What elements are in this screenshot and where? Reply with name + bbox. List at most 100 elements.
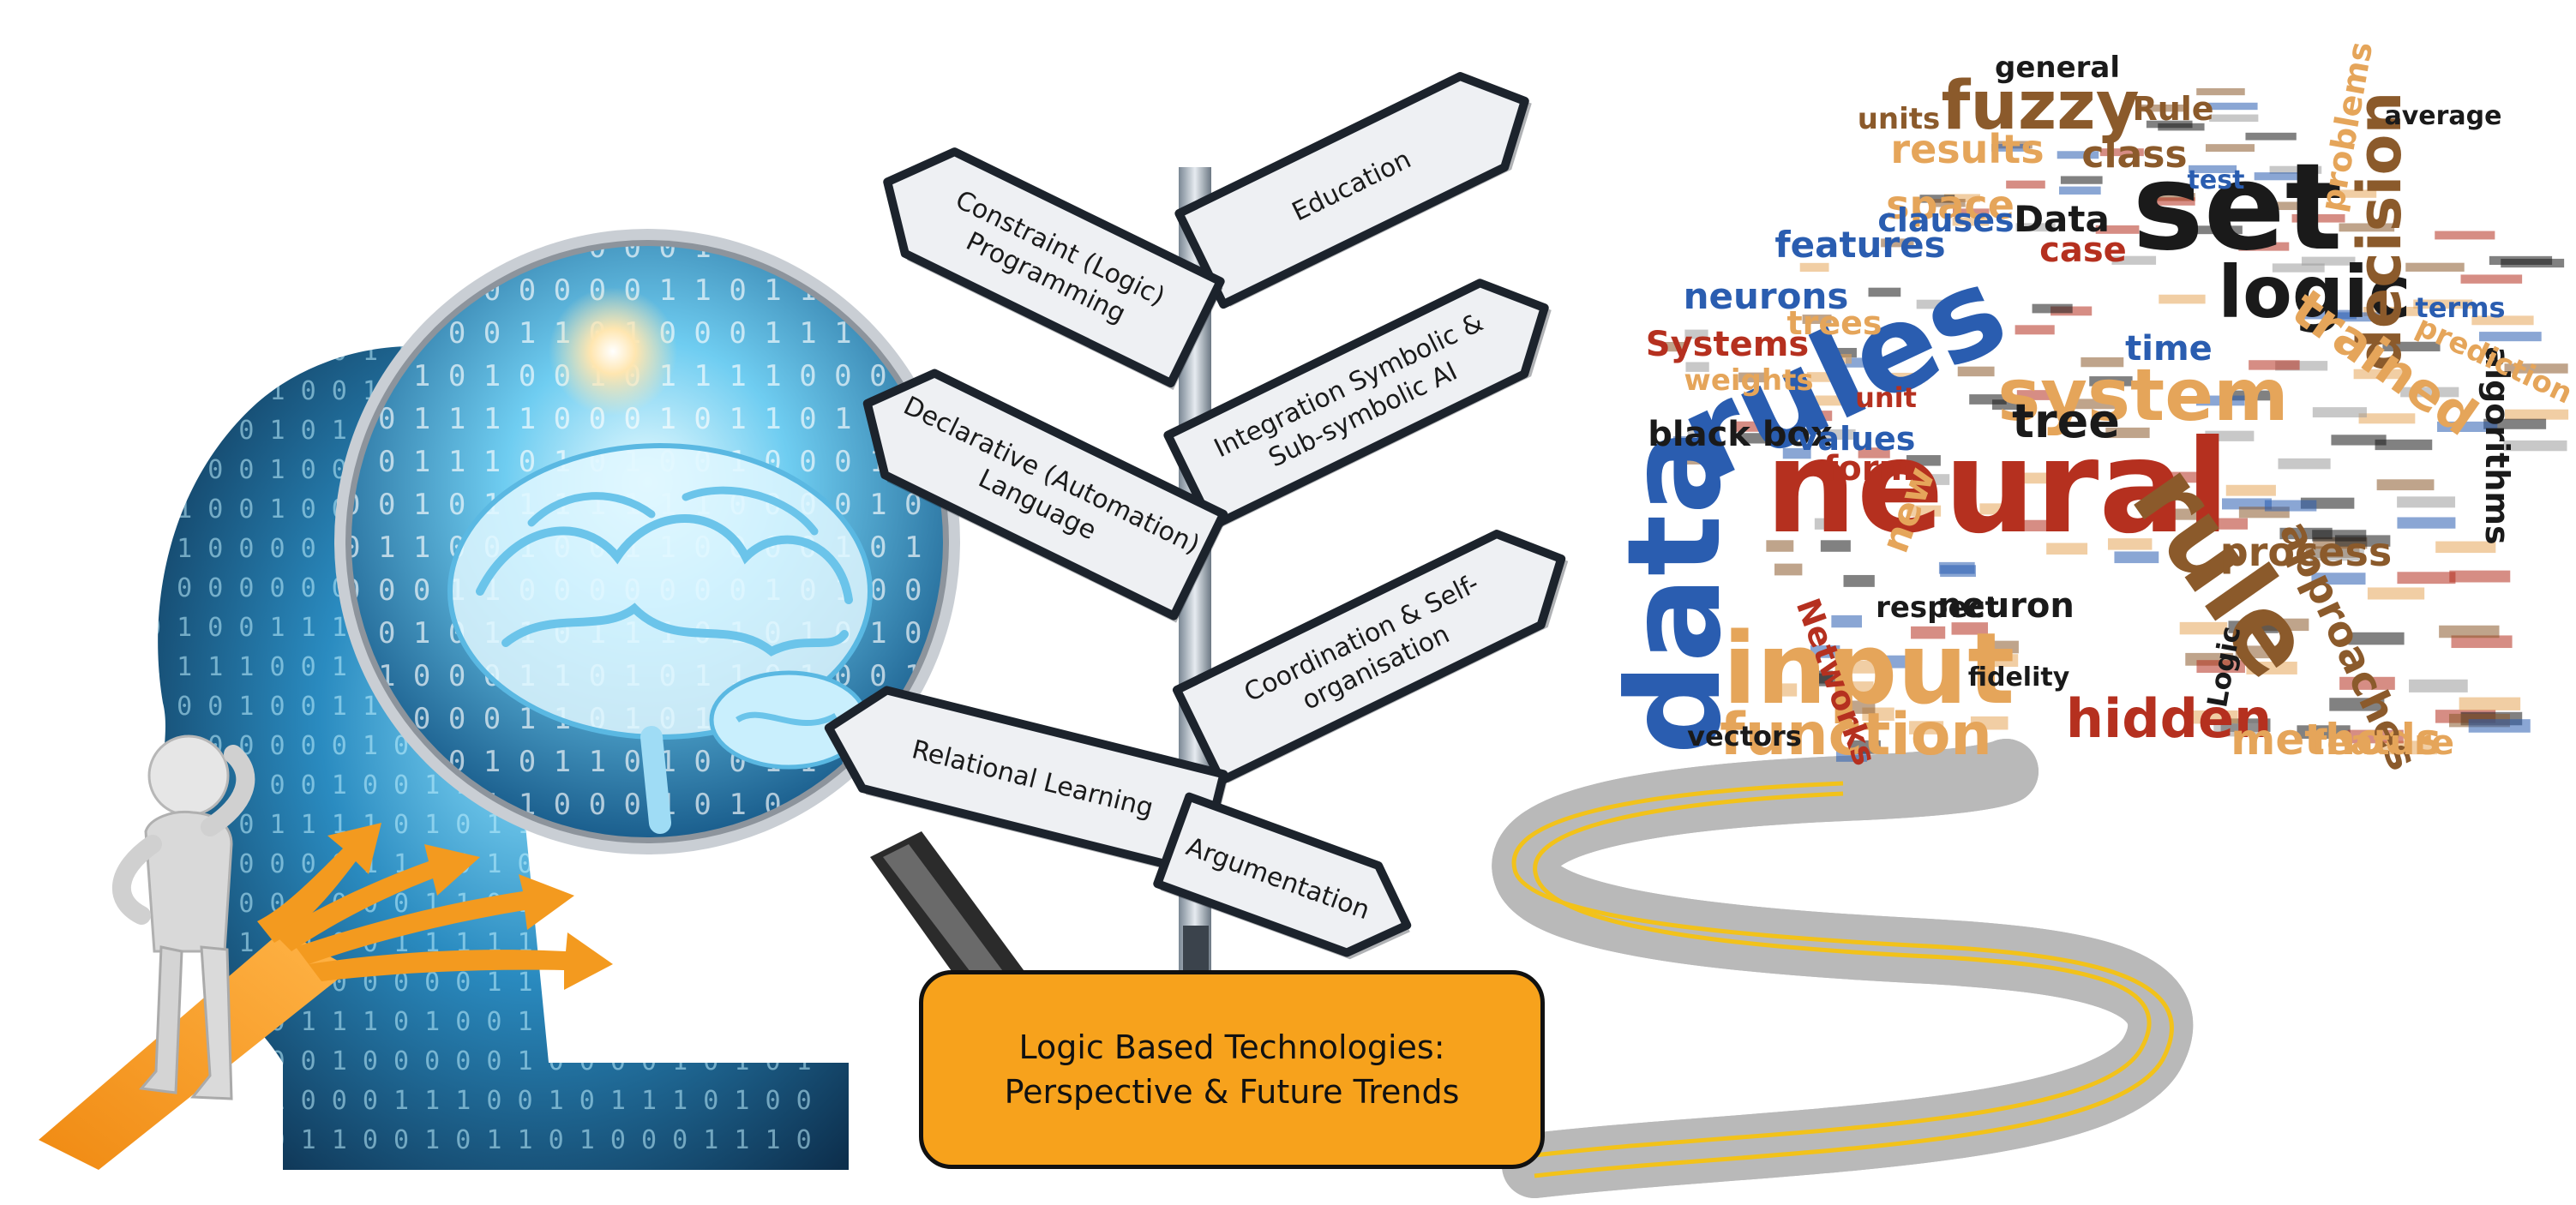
word-cloud-word: set (2132, 138, 2342, 278)
word-cloud-texture (2015, 325, 2055, 335)
word-cloud-texture (1843, 574, 1875, 587)
binary-texture: 1 1 1 0 0 0 0 1 1 1 0 1 0 0 1 0 0 0 0 0 … (146, 849, 812, 879)
word-cloud-texture (2046, 543, 2088, 555)
word-cloud-texture (2503, 440, 2567, 452)
word-cloud-texture (2179, 621, 2228, 635)
word-cloud-texture (2074, 399, 2117, 410)
word-cloud-texture (2111, 463, 2156, 474)
word-cloud-texture (1846, 357, 1877, 368)
word-cloud-texture (2435, 231, 2495, 240)
word-cloud-texture (2460, 274, 2523, 284)
word-cloud-texture (2095, 225, 2140, 234)
caption-box: Logic Based Technologies: Perspective & … (919, 970, 1545, 1169)
binary-texture: 1 0 1 1 1 0 0 0 1 1 1 0 0 1 0 1 1 1 0 1 … (146, 1086, 812, 1116)
word-cloud-texture (2397, 496, 2456, 508)
word-cloud-texture (1815, 395, 1846, 406)
word-cloud-texture (2006, 180, 2045, 189)
word-cloud-texture (1844, 700, 1876, 714)
word-cloud-texture (2220, 390, 2271, 401)
word-cloud-texture (1803, 411, 1833, 422)
word-cloud-texture (2312, 530, 2367, 542)
word-cloud-texture (1687, 427, 1712, 438)
sign-board (1172, 530, 1566, 786)
orange-path-arrows-icon (39, 823, 613, 1170)
word-cloud-texture (2309, 549, 2364, 561)
word-cloud-texture (2451, 635, 2513, 649)
word-cloud-texture (2468, 719, 2531, 733)
word-cloud-word: units (1858, 102, 1941, 136)
word-cloud-texture (2235, 645, 2286, 659)
word-cloud-texture (2105, 427, 2150, 439)
word-cloud-texture (2139, 104, 2185, 112)
word-cloud-texture (1911, 626, 1946, 639)
word-cloud-texture (2208, 102, 2258, 111)
word-cloud-word: Systems (1646, 325, 1809, 364)
word-cloud-texture (1842, 681, 1874, 695)
word-cloud-word: algorithms (2478, 346, 2516, 544)
word-cloud-texture (2324, 312, 2380, 322)
thinking-person-icon (111, 734, 255, 1100)
word-cloud-texture (2409, 679, 2468, 692)
word-cloud-word: case (2039, 231, 2127, 270)
word-cloud-word: function (1720, 701, 1992, 769)
word-cloud-word: neuron (1937, 586, 2075, 626)
word-cloud-texture (2397, 572, 2456, 585)
word-cloud-texture (2159, 294, 2206, 304)
sign-board (883, 147, 1225, 387)
word-cloud-texture (1919, 195, 1955, 203)
sign-board (862, 369, 1228, 620)
word-cloud-texture (2331, 435, 2387, 446)
word-cloud-texture (2339, 223, 2395, 232)
word-cloud-word: hidden (2066, 687, 2272, 750)
word-cloud-texture (2111, 255, 2157, 265)
word-cloud-texture (2400, 387, 2459, 398)
word-cloud-texture (2107, 538, 2153, 550)
word-cloud-texture (1858, 447, 1890, 459)
word-cloud-texture (1821, 354, 1852, 364)
word-cloud-texture (2348, 632, 2405, 645)
word-cloud-texture (1980, 654, 2019, 668)
word-cloud-texture (1820, 540, 1851, 552)
word-cloud-texture (2060, 176, 2103, 184)
word-cloud-texture (2375, 439, 2433, 451)
word-cloud-word: unit (1855, 381, 1917, 414)
word-cloud-texture (2199, 518, 2249, 530)
word-cloud-texture (2148, 197, 2195, 206)
word-cloud-texture (1980, 640, 2019, 654)
word-cloud-word: fidelity (1968, 662, 2070, 692)
word-cloud-texture (2032, 303, 2073, 314)
word-cloud-texture (2329, 698, 2385, 711)
word-cloud-texture (2339, 676, 2395, 690)
word-cloud-texture (2311, 573, 2366, 585)
word-cloud-texture (2379, 740, 2437, 755)
word-cloud-texture (1906, 455, 1941, 466)
word-cloud-texture (2504, 363, 2568, 374)
word-cloud-texture (1930, 199, 1966, 207)
word-cloud-word: tree (2012, 394, 2120, 448)
word-cloud-word: decision (2345, 92, 2415, 372)
word-cloud-texture (1766, 540, 1794, 552)
word-cloud-texture (1732, 421, 1759, 432)
word-cloud-texture (1881, 238, 1914, 248)
magnifying-glass-icon: 1 1 1 1 0 1 0 0 0 0 1 1 0 1 1 0 0 0 1 1 … (334, 229, 1029, 1007)
word-cloud-word: time (2125, 329, 2213, 369)
word-cloud-texture (2483, 418, 2547, 429)
word-cloud-texture (2353, 369, 2411, 380)
word-cloud-texture (2245, 132, 2297, 141)
word-cloud-texture (2489, 255, 2553, 266)
word-cloud-texture (1970, 716, 2009, 730)
word-cloud-texture (1991, 399, 2031, 411)
word-cloud-texture (1799, 262, 1829, 273)
word-cloud-texture (2059, 186, 2101, 195)
word-cloud-texture (2257, 201, 2309, 211)
word-cloud-texture (2195, 395, 2245, 406)
word-cloud-texture (2238, 242, 2290, 251)
word-cloud-texture (1683, 453, 1707, 465)
word-cloud-texture (2459, 697, 2521, 710)
word-cloud-texture (1979, 503, 2018, 515)
word-cloud-texture (1826, 347, 1857, 358)
word-cloud-word: vectors (1687, 720, 1802, 752)
word-cloud-word: system (1997, 353, 2288, 437)
word-cloud-texture (2081, 357, 2124, 368)
